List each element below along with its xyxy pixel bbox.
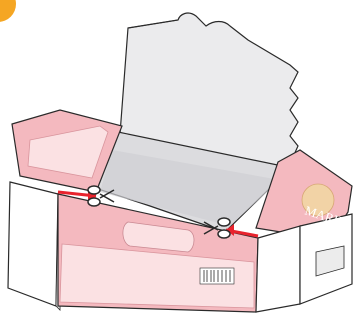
right-end-panel bbox=[256, 226, 300, 312]
left-end-panel bbox=[8, 182, 58, 306]
barcode bbox=[200, 268, 234, 284]
corner-badge bbox=[0, 0, 16, 22]
